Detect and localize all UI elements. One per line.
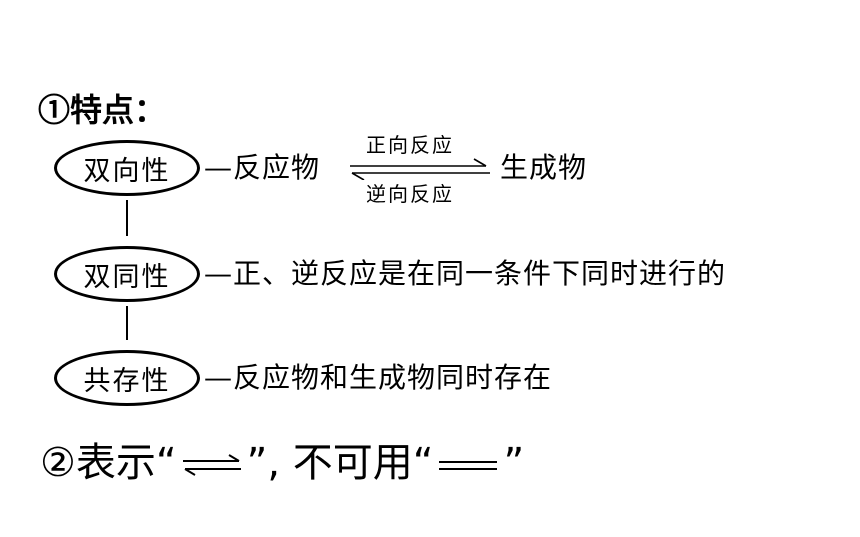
- section-heading-notation: ②表示“ ”, 不可用“ ”: [40, 438, 524, 488]
- desc-coexistence: —反应物和生成物同时存在: [204, 361, 553, 394]
- notation-prefix: ②表示: [40, 440, 156, 486]
- desc-bidirectional-reactants: —反应物: [204, 151, 321, 184]
- oval-dual-same: 双同性: [54, 246, 200, 302]
- oval-label-dual-same: 双同性: [83, 261, 171, 293]
- oval-label-coexistence: 共存性: [83, 365, 171, 397]
- equals-symbol-icon: [439, 461, 498, 470]
- reverse-reaction-label: 逆向反应: [366, 182, 454, 206]
- connector-line: [126, 200, 128, 236]
- reversible-symbol-icon: [182, 454, 241, 476]
- open-quote: “: [155, 440, 177, 486]
- oval-bidirectional: 双向性: [54, 140, 200, 196]
- forward-reaction-label: 正向反应: [366, 133, 454, 157]
- reversible-arrow-icon: [350, 158, 490, 180]
- desc-dual-same: —正、逆反应是在同一条件下同时进行的: [204, 257, 727, 290]
- close-quote: ”: [503, 440, 525, 486]
- oval-coexistence: 共存性: [54, 350, 200, 406]
- notation-middle: 不可用: [292, 440, 413, 486]
- desc-bidirectional-products: 生成物: [500, 151, 588, 184]
- connector-line: [126, 306, 128, 340]
- open-quote: “: [412, 440, 434, 486]
- oval-label-bidirectional: 双向性: [83, 155, 171, 187]
- section-heading-features: ①特点：: [38, 91, 167, 129]
- close-quote: ”,: [246, 440, 281, 486]
